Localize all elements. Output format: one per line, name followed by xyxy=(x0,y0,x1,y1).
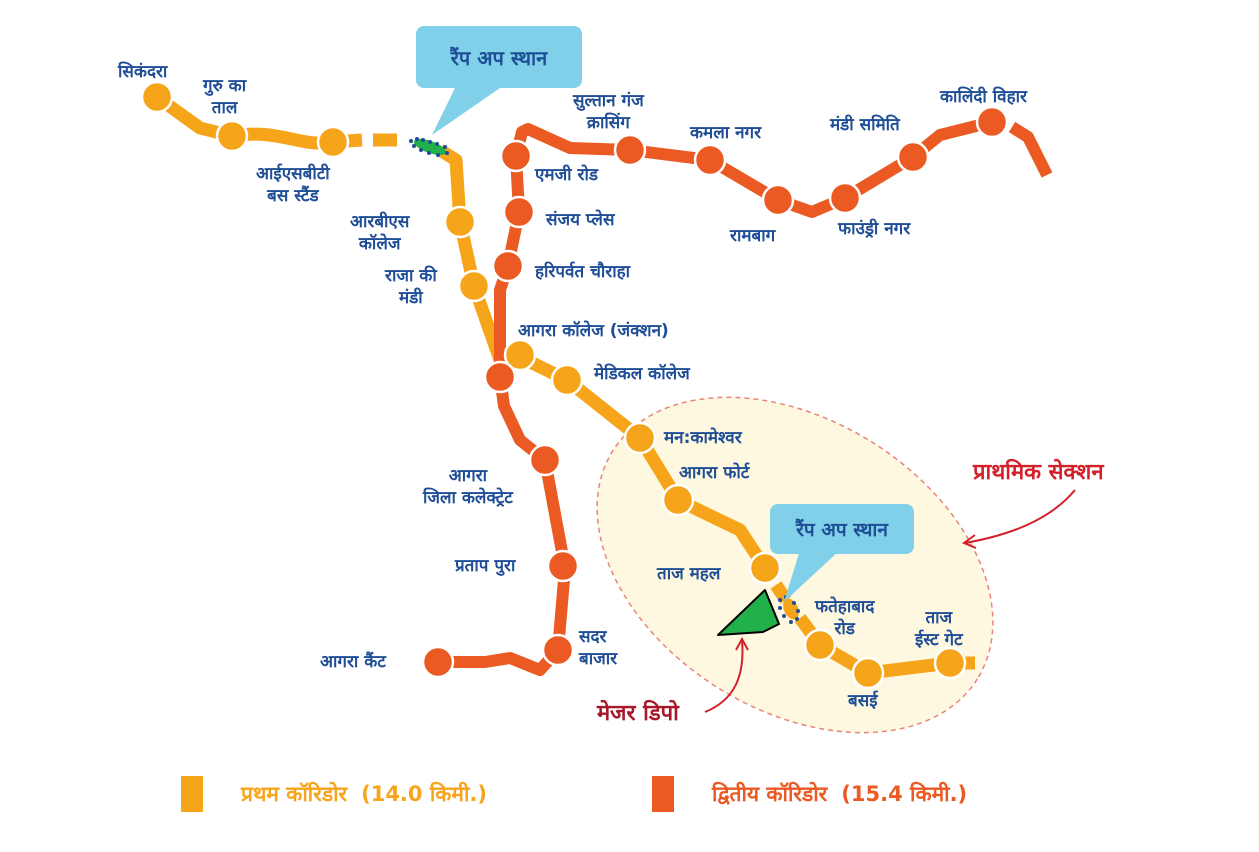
label-isbt: आईएसबीटी बस स्टैंड xyxy=(256,163,330,207)
first-corridor-swatch xyxy=(181,776,203,812)
label-line: गुरु का xyxy=(203,76,247,96)
station-pratap-pura[interactable] xyxy=(546,549,580,583)
label-line: आईएसबीटी xyxy=(256,164,330,184)
station-sanjay-place[interactable] xyxy=(502,195,536,229)
priority-section-label: प्राथमिक सेक्शन xyxy=(973,460,1104,485)
callout-tail-2 xyxy=(784,550,840,602)
label-line: सदर xyxy=(579,627,607,647)
label-rambagh: रामबाग xyxy=(730,226,776,246)
label-line: रोड xyxy=(834,619,855,639)
label-line: मंडी xyxy=(399,288,423,308)
station-kalindi-vihar[interactable] xyxy=(975,105,1009,139)
label-line: राजा की xyxy=(385,266,437,286)
label-line: क्रासिंग xyxy=(586,113,630,133)
station-sultanganj[interactable] xyxy=(613,133,647,167)
priority-section-arrow xyxy=(964,489,1076,544)
station-isbt[interactable] xyxy=(316,125,350,159)
station-fatehabad-road[interactable] xyxy=(803,628,837,662)
priority-section-area xyxy=(596,396,994,734)
first-corridor-name: प्रथम कॉरिडोर xyxy=(241,782,348,806)
station-foundry-nagar[interactable] xyxy=(828,181,862,215)
station-collectorate[interactable] xyxy=(528,443,562,477)
legend-second-corridor: द्वितीय कॉरिडोर (15.4 किमी.) xyxy=(652,776,967,812)
major-depot-arrow xyxy=(704,639,744,713)
station-guru-ka-taal[interactable] xyxy=(215,119,249,153)
label-foundry-nagar: फाउंड्री नगर xyxy=(838,219,911,239)
major-depot-shape xyxy=(717,589,780,636)
priority-section-arrowhead xyxy=(961,534,977,549)
station-mandi-samiti[interactable] xyxy=(896,140,930,174)
label-sadar-bazar: सदर बाजार xyxy=(579,626,617,670)
ramp-up-marker-1 xyxy=(409,137,449,157)
ramp-up-marker-2 xyxy=(778,595,800,624)
station-medical-college[interactable] xyxy=(550,363,584,397)
station-agra-cantt[interactable] xyxy=(421,645,455,679)
label-kamla-nagar: कमला नगर xyxy=(690,123,762,143)
station-basai[interactable] xyxy=(851,656,885,690)
label-line: बाजार xyxy=(579,649,618,669)
label-line: ताज xyxy=(925,608,953,628)
label-line: सुल्तान गंज xyxy=(573,91,644,111)
label-sanjay-place: संजय प्लेस xyxy=(546,210,615,230)
label-mankameshwar: मन:कामेश्वर xyxy=(664,428,742,448)
label-line: कॉलेज xyxy=(358,234,401,254)
label-sultanganj: सुल्तान गंज क्रासिंग xyxy=(573,90,644,134)
station-raja-ki-mandi[interactable] xyxy=(457,269,491,303)
label-raja-ki-mandi: राजा की मंडी xyxy=(385,265,437,309)
station-taj-east-gate[interactable] xyxy=(933,646,967,680)
first-corridor-length: (14.0 किमी.) xyxy=(361,782,487,806)
label-line: बस स्टैंड xyxy=(267,186,319,206)
label-haripravat: हरिपर्वत चौराहा xyxy=(535,262,631,282)
station-agra-college[interactable] xyxy=(503,338,537,372)
label-line: ताल xyxy=(211,98,238,118)
station-kamla-nagar[interactable] xyxy=(693,143,727,177)
major-depot-arrowhead xyxy=(735,636,749,651)
second-corridor-swatch xyxy=(652,776,674,812)
major-depot-label: मेजर डिपो xyxy=(597,701,679,726)
station-rbs-college[interactable] xyxy=(443,205,477,239)
ramp-up-callout-2: रैंप अप स्थान xyxy=(770,504,914,554)
label-agra-college: आगरा कॉलेज (जंक्शन) xyxy=(518,321,669,341)
label-line: ईस्ट गेट xyxy=(915,630,963,650)
label-basai: बसई xyxy=(848,691,878,711)
label-rbs-college: आरबीएस कॉलेज xyxy=(350,211,409,255)
label-line: आगरा xyxy=(448,466,488,486)
label-line: जिला कलेक्ट्रेट xyxy=(423,488,513,508)
station-sikandra[interactable] xyxy=(140,80,174,114)
label-taj-east-gate: ताज ईस्ट गेट xyxy=(915,607,963,651)
label-collectorate: आगरा जिला कलेक्ट्रेट xyxy=(423,465,513,509)
label-sikandra: सिकंदरा xyxy=(118,62,168,82)
label-kalindi-vihar: कालिंदी विहार xyxy=(940,87,1027,107)
label-mandi-samiti: मंडी समिति xyxy=(830,115,900,135)
second-corridor-stations xyxy=(421,105,1009,679)
station-rambagh[interactable] xyxy=(761,183,795,217)
station-mg-road[interactable] xyxy=(499,139,533,173)
label-guru-ka-taal: गुरु का ताल xyxy=(203,75,246,119)
second-corridor-name: द्वितीय कॉरिडोर xyxy=(712,782,828,806)
label-mg-road: एमजी रोड xyxy=(535,165,598,185)
second-corridor-length: (15.4 किमी.) xyxy=(841,782,968,806)
label-line: फतेहाबाद xyxy=(815,597,875,617)
station-taj-mahal[interactable] xyxy=(748,551,782,585)
station-agra-fort[interactable] xyxy=(661,483,695,517)
label-agra-fort: आगरा फोर्ट xyxy=(679,463,750,483)
station-junction-second[interactable] xyxy=(483,360,517,394)
callout-tail-1 xyxy=(432,88,500,135)
label-taj-mahal: ताज महल xyxy=(657,564,721,584)
label-medical-college: मेडिकल कॉलेज xyxy=(594,364,690,384)
station-sadar-bazar[interactable] xyxy=(541,633,575,667)
label-agra-cantt: आगरा कैंट xyxy=(320,652,386,672)
label-pratap-pura: प्रताप पुरा xyxy=(455,556,516,576)
station-haripravat[interactable] xyxy=(491,249,525,283)
label-line: आरबीएस xyxy=(350,212,410,232)
station-mankameshwar[interactable] xyxy=(623,421,657,455)
label-fatehabad-road: फतेहाबाद रोड xyxy=(815,596,874,640)
first-corridor-stations xyxy=(140,80,967,690)
legend-first-corridor: प्रथम कॉरिडोर (14.0 किमी.) xyxy=(181,776,487,812)
ramp-up-callout-1: रैंप अप स्थान xyxy=(416,26,582,88)
